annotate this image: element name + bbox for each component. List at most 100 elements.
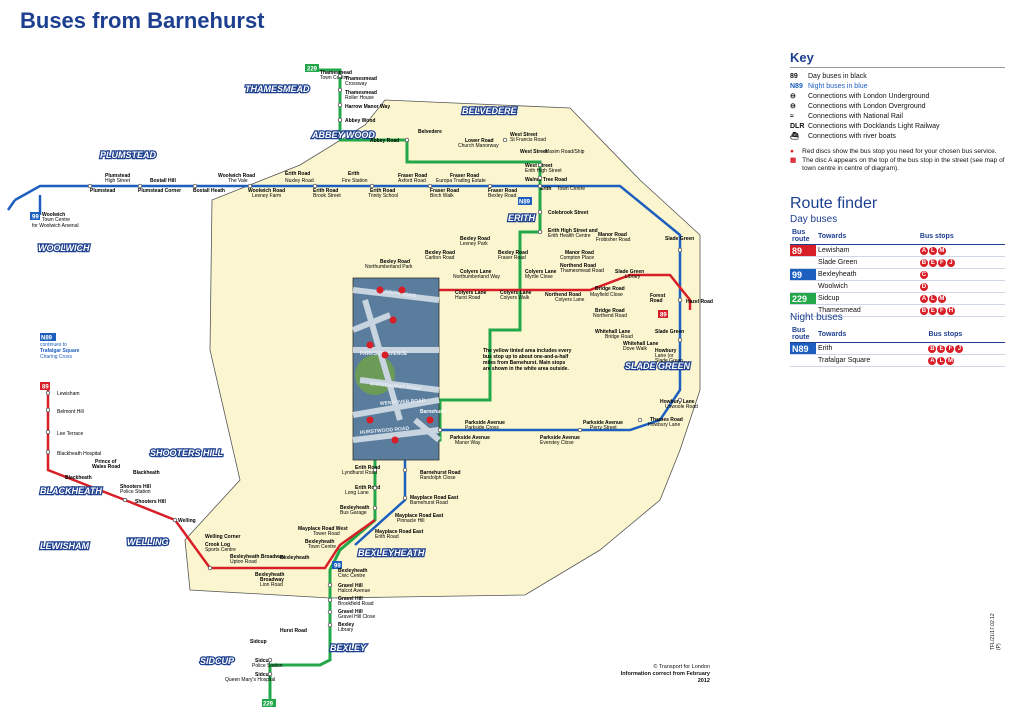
svg-text:Erith Road: Erith Road bbox=[285, 171, 310, 177]
badge-89-erith-label: 89 bbox=[660, 313, 667, 319]
key-title: Key bbox=[790, 50, 1005, 68]
svg-text:Road: Road bbox=[650, 298, 663, 304]
svg-text:Everstey Close: Everstey Close bbox=[540, 440, 574, 446]
svg-text:miles from Barnehurst. Main st: miles from Barnehurst. Main stops bbox=[483, 360, 565, 366]
svg-text:Blackheath Hospital: Blackheath Hospital bbox=[57, 451, 101, 457]
inset-street: BARNEHURST ROAD bbox=[370, 381, 422, 392]
area-label: SHOOTERS HILL bbox=[150, 448, 223, 458]
svg-text:High Street: High Street bbox=[105, 178, 131, 184]
stop-disc: J bbox=[955, 344, 964, 353]
svg-text:Police Station: Police Station bbox=[120, 489, 151, 495]
svg-text:Bexleyheath: Bexleyheath bbox=[305, 539, 334, 545]
svg-text:Mayplace Road West: Mayplace Road West bbox=[298, 526, 348, 532]
inset-note: The yellow tinted area includes every bu… bbox=[483, 348, 572, 372]
svg-text:Mayplace Road East: Mayplace Road East bbox=[395, 513, 444, 519]
towards: Slade Green bbox=[816, 256, 918, 269]
badge-99 bbox=[30, 212, 40, 220]
area-label: BLACKHEATH bbox=[40, 486, 102, 496]
svg-text:Erith Road: Erith Road bbox=[370, 188, 395, 194]
route-badges: 229 N89 99 89 89 99 229 N89 bbox=[30, 64, 668, 708]
svg-text:Hazel Road: Hazel Road bbox=[686, 299, 713, 305]
key-symbol-icon: 89 bbox=[790, 73, 798, 80]
svg-text:Barnehurst Road: Barnehurst Road bbox=[420, 470, 461, 476]
svg-text:Wales Road: Wales Road bbox=[92, 464, 120, 470]
svg-text:Maxim Road/Ship: Maxim Road/Ship bbox=[545, 149, 585, 155]
svg-text:Northend Road: Northend Road bbox=[593, 313, 627, 319]
svg-text:Parkside Avenue: Parkside Avenue bbox=[450, 435, 490, 441]
svg-text:Bus Garage: Bus Garage bbox=[340, 510, 367, 516]
svg-text:Myrtle Close: Myrtle Close bbox=[525, 274, 553, 280]
stop-disc bbox=[366, 341, 374, 349]
svg-text:Bostall Heath: Bostall Heath bbox=[193, 188, 225, 194]
key-row: ⊖Connections with London Underground bbox=[790, 92, 1005, 102]
stop-labels: Thamesmead Town Centre Thamesmead Crossw… bbox=[32, 70, 713, 683]
day-buses-title: Day buses bbox=[790, 214, 838, 225]
disc-text: Red discs show the bus stop you need for… bbox=[802, 148, 1005, 172]
svg-text:Erith: Erith bbox=[540, 186, 551, 192]
table-header: Bus route bbox=[790, 326, 816, 343]
svg-text:continues to: continues to bbox=[40, 342, 67, 348]
bus-stops: D bbox=[917, 280, 1005, 293]
svg-text:Lesney Park: Lesney Park bbox=[460, 241, 488, 247]
svg-text:Parkside Avenue: Parkside Avenue bbox=[465, 420, 505, 426]
area-label: SIDCUP bbox=[200, 656, 235, 666]
key-text: Connections with London Underground bbox=[808, 93, 930, 100]
svg-text:Birch Walk: Birch Walk bbox=[430, 193, 454, 199]
stop-disc: A bbox=[919, 246, 928, 255]
svg-text:Welling Corner: Welling Corner bbox=[205, 534, 241, 540]
key-row: ⛴Connections with river boats bbox=[790, 132, 1005, 142]
svg-text:Bexleyheath Broadway: Bexleyheath Broadway bbox=[230, 554, 285, 560]
stop-disc: L bbox=[928, 294, 937, 303]
svg-text:Northumberland Park: Northumberland Park bbox=[365, 264, 413, 270]
route-89-line bbox=[46, 273, 692, 570]
area-label: BEXLEY bbox=[330, 643, 367, 653]
svg-text:Civic Centre: Civic Centre bbox=[338, 573, 365, 579]
svg-text:Upton Road: Upton Road bbox=[230, 559, 257, 565]
stop-disc: J bbox=[946, 258, 955, 267]
svg-text:Town Centre: Town Centre bbox=[557, 186, 585, 192]
svg-text:for Woolwich Arsenal: for Woolwich Arsenal bbox=[32, 223, 79, 229]
table-header: Towards bbox=[816, 326, 927, 343]
svg-text:Plumstead: Plumstead bbox=[105, 173, 130, 179]
svg-text:Lee Terrace: Lee Terrace bbox=[57, 431, 84, 437]
badge-89 bbox=[40, 382, 50, 390]
svg-text:Lower Road: Lower Road bbox=[465, 138, 494, 144]
tinted-area bbox=[184, 99, 701, 599]
badge-99-label: 99 bbox=[32, 215, 39, 221]
svg-text:Randolph Close: Randolph Close bbox=[420, 475, 456, 481]
svg-text:Colebrook Street: Colebrook Street bbox=[548, 210, 589, 216]
svg-text:Bridge Road: Bridge Road bbox=[595, 308, 625, 314]
route-number bbox=[790, 304, 816, 317]
key-symbol-icon: ⊖ bbox=[790, 103, 796, 110]
key-symbol-icon: DLR bbox=[790, 123, 805, 130]
svg-text:Thamesmead: Thamesmead bbox=[345, 90, 377, 96]
svg-text:Lewisham: Lewisham bbox=[57, 391, 80, 397]
table-header: Bus route bbox=[790, 228, 816, 245]
stop-disc bbox=[389, 316, 397, 324]
key-text: Connections with London Overground bbox=[808, 103, 926, 110]
area-labels: THAMESMEAD ABBEY WOOD BELVEDERE PLUMSTEA… bbox=[37, 83, 692, 668]
towards: Woolwich bbox=[816, 280, 918, 293]
red-disc-icon: ● ▦ bbox=[790, 148, 797, 164]
svg-text:Lesney Farm: Lesney Farm bbox=[252, 193, 281, 199]
svg-text:Gravel Hill: Gravel Hill bbox=[338, 609, 363, 615]
svg-text:Northend Road: Northend Road bbox=[560, 263, 596, 269]
svg-text:Fraser Road: Fraser Road bbox=[488, 188, 517, 194]
svg-text:Erith High Street and: Erith High Street and bbox=[548, 228, 598, 234]
svg-text:Church Manorway: Church Manorway bbox=[458, 143, 499, 149]
svg-text:Sports Centre: Sports Centre bbox=[205, 547, 236, 553]
svg-text:Whitehall Lane: Whitehall Lane bbox=[623, 341, 659, 347]
svg-text:Lyndhurst Road: Lyndhurst Road bbox=[342, 470, 377, 476]
area-label: PLUMSTEAD bbox=[100, 150, 157, 160]
inset-street: ERITH ROAD bbox=[385, 289, 417, 299]
svg-text:Welling: Welling bbox=[178, 518, 196, 524]
svg-text:Bexleyheath: Bexleyheath bbox=[340, 505, 369, 511]
svg-text:Slade Green: Slade Green bbox=[665, 236, 694, 242]
